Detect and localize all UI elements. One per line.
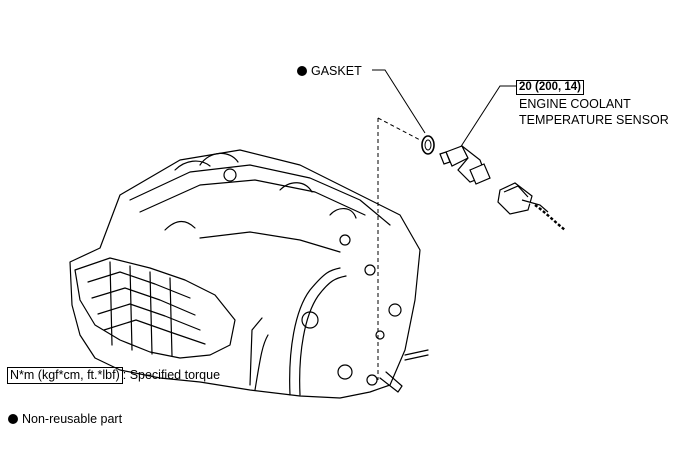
torque-value-box: 20 (200, 14)	[516, 80, 585, 95]
head-cover	[129, 164, 391, 226]
nonreusable-dot-icon	[8, 414, 18, 424]
torque-legend: N*m (kgf*cm, ft.*lbf): Specified torque	[7, 367, 220, 384]
torque-legend-text: : Specified torque	[122, 368, 221, 382]
gasket-leader	[372, 69, 426, 134]
intake-manifold	[74, 257, 236, 359]
install-axis	[377, 117, 421, 380]
sensor-leader	[459, 85, 516, 149]
wire-harness	[534, 204, 566, 231]
sensor-connector	[497, 182, 549, 215]
coolant-sensor	[439, 145, 491, 185]
gasket-label: GASKET	[297, 64, 362, 78]
sensor-label-line1: ENGINE COOLANT	[519, 97, 631, 111]
nonreusable-legend: Non-reusable part	[8, 412, 122, 426]
torque-unit-box: N*m (kgf*cm, ft.*lbf)	[7, 367, 123, 384]
sensor-label-line2: TEMPERATURE SENSOR	[519, 113, 669, 127]
gasket-ring	[421, 135, 435, 155]
nonreusable-dot-icon	[297, 66, 307, 76]
coolant-pipe	[289, 267, 341, 396]
